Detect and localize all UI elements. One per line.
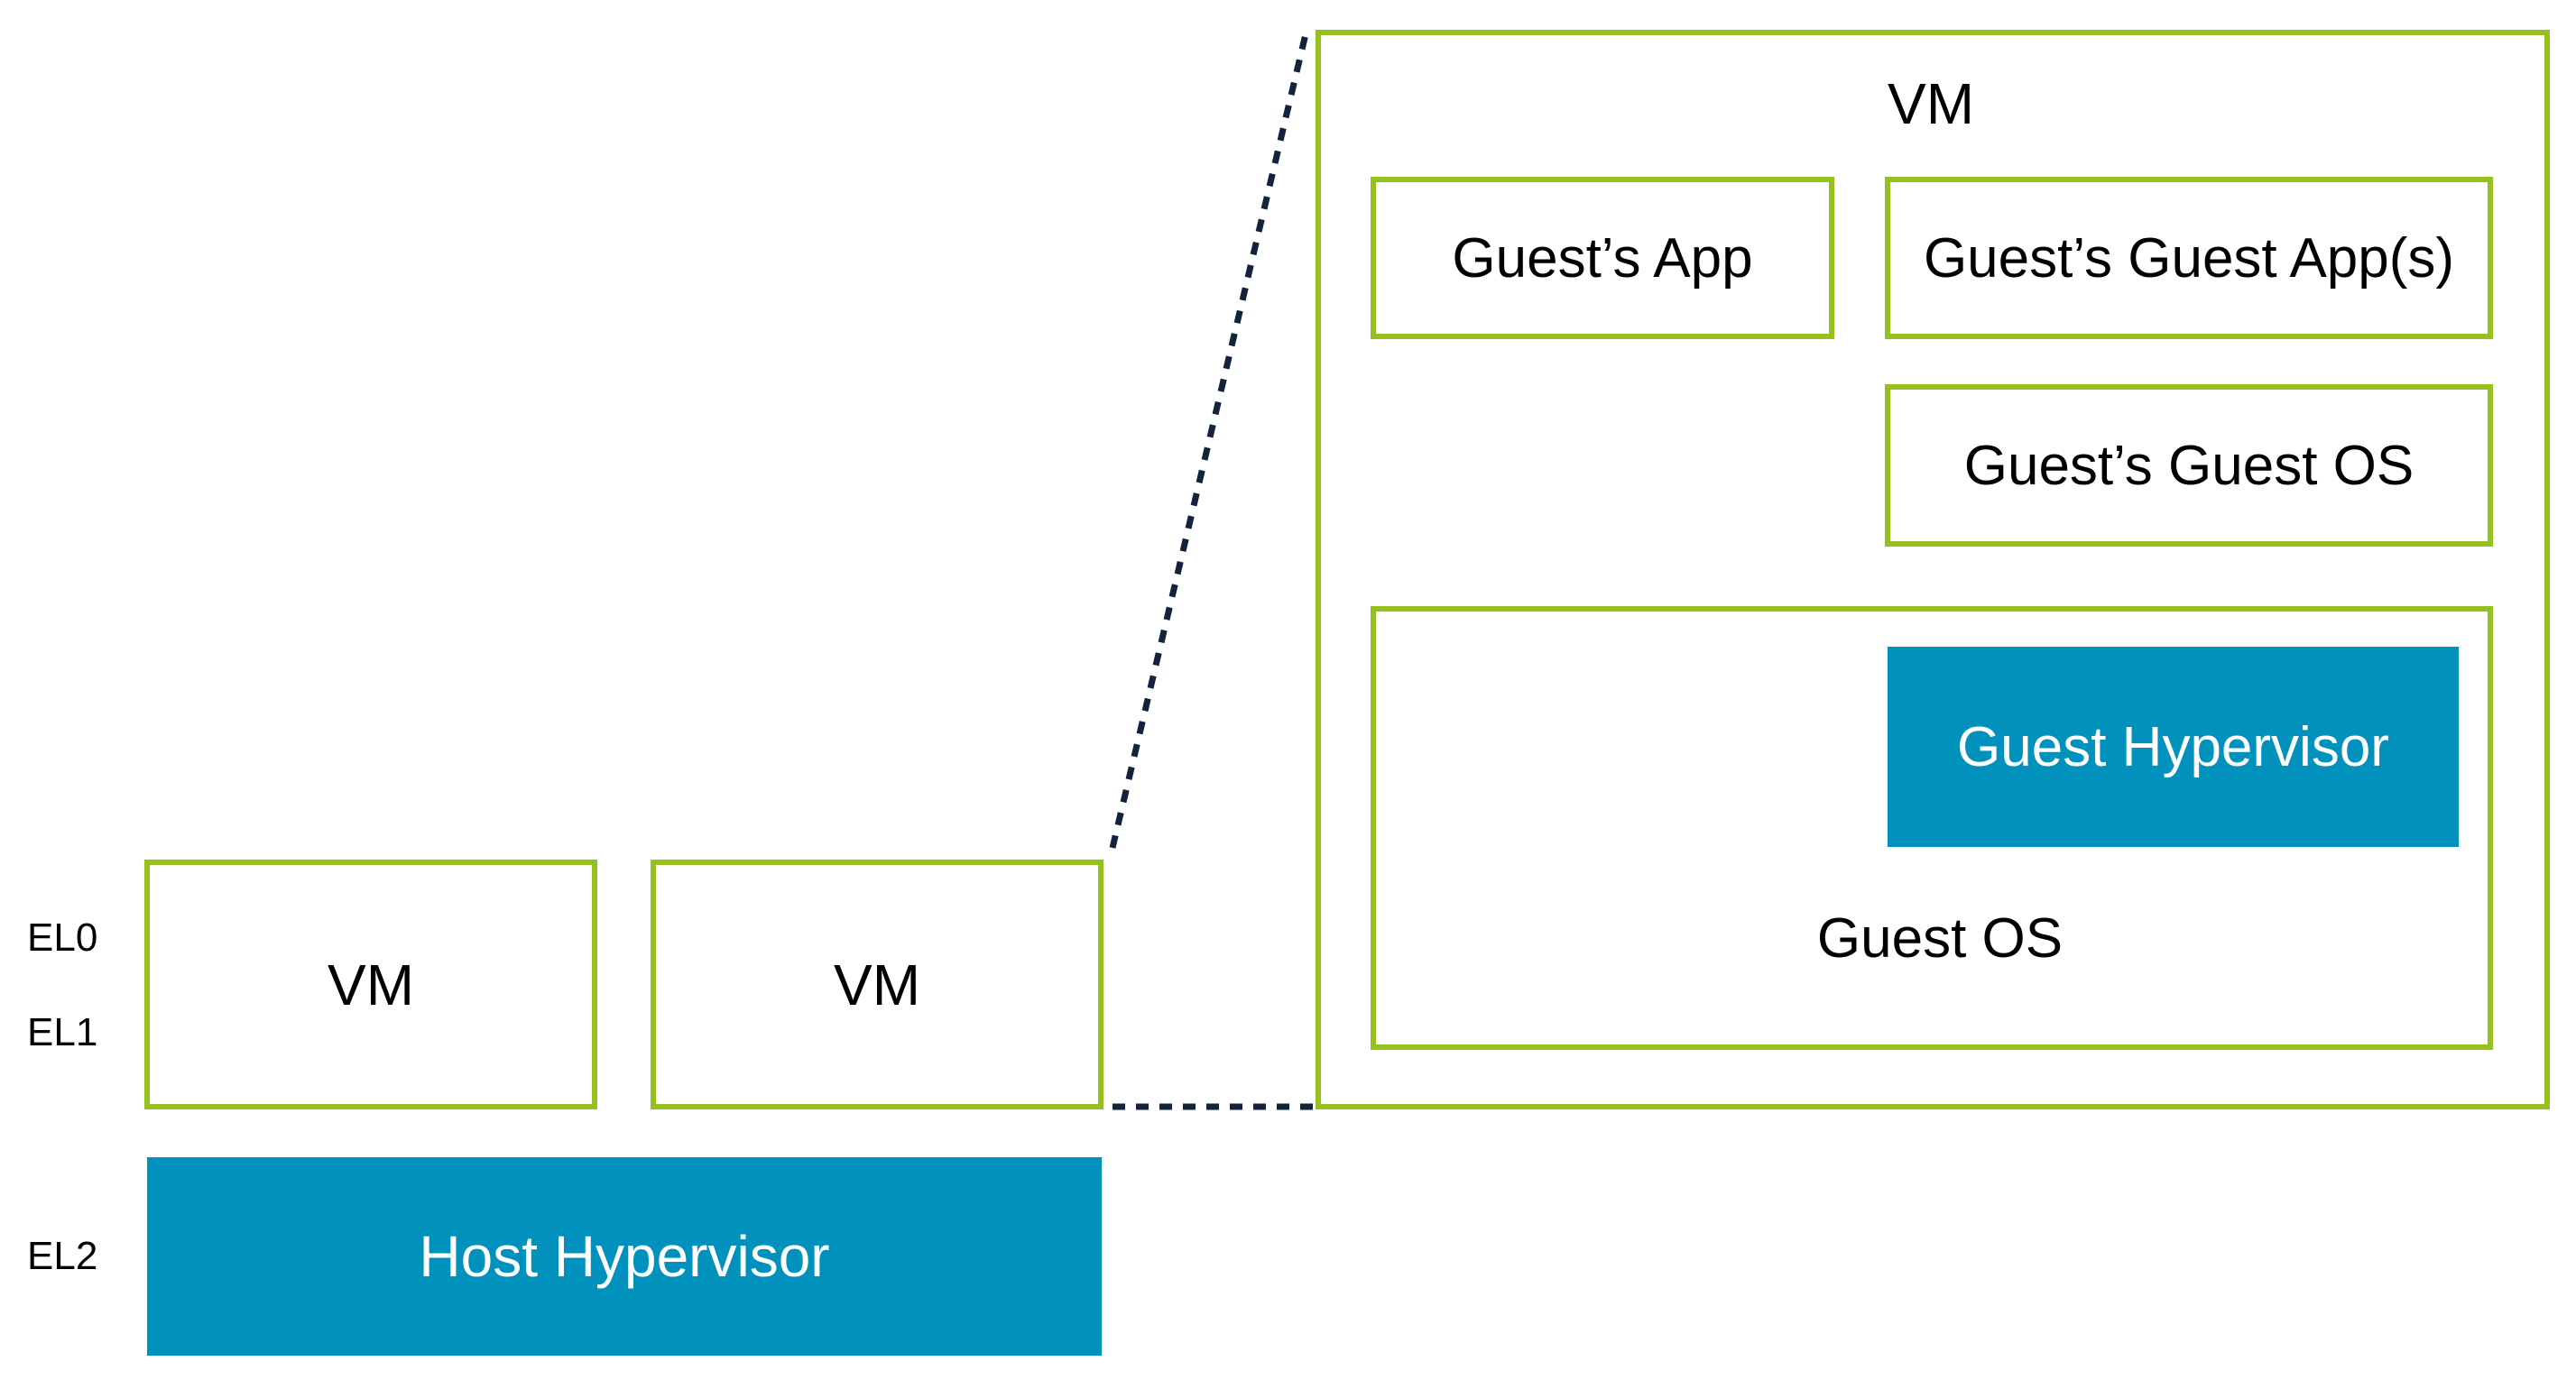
guest-app-box: Guest’s App <box>1371 177 1834 339</box>
el2-label: EL2 <box>27 1234 98 1278</box>
vm-box-1: VM <box>144 860 597 1109</box>
vm-1-label: VM <box>328 952 414 1017</box>
guest-os-label: Guest OS <box>1816 907 2064 970</box>
vm-2-label: VM <box>834 952 920 1017</box>
guest-app-label: Guest’s App <box>1452 226 1753 290</box>
guest-hypervisor-block: Guest Hypervisor <box>1888 647 2459 847</box>
zoom-connector-top <box>1109 33 1309 849</box>
el0-label: EL0 <box>27 915 98 960</box>
guest-guest-apps-box: Guest’s Guest App(s) <box>1885 177 2493 339</box>
guest-guest-os-box: Guest’s Guest OS <box>1885 384 2493 547</box>
el1-label: EL1 <box>27 1010 98 1054</box>
host-hypervisor-block: Host Hypervisor <box>147 1157 1102 1356</box>
guest-hypervisor-label: Guest Hypervisor <box>1957 715 2389 778</box>
guest-guest-os-label: Guest’s Guest OS <box>1963 434 2414 497</box>
guest-guest-apps-label: Guest’s Guest App(s) <box>1923 226 2455 290</box>
vm-box-2: VM <box>651 860 1103 1109</box>
expanded-vm-title: VM <box>1888 71 1974 136</box>
host-hypervisor-label: Host Hypervisor <box>419 1224 830 1289</box>
